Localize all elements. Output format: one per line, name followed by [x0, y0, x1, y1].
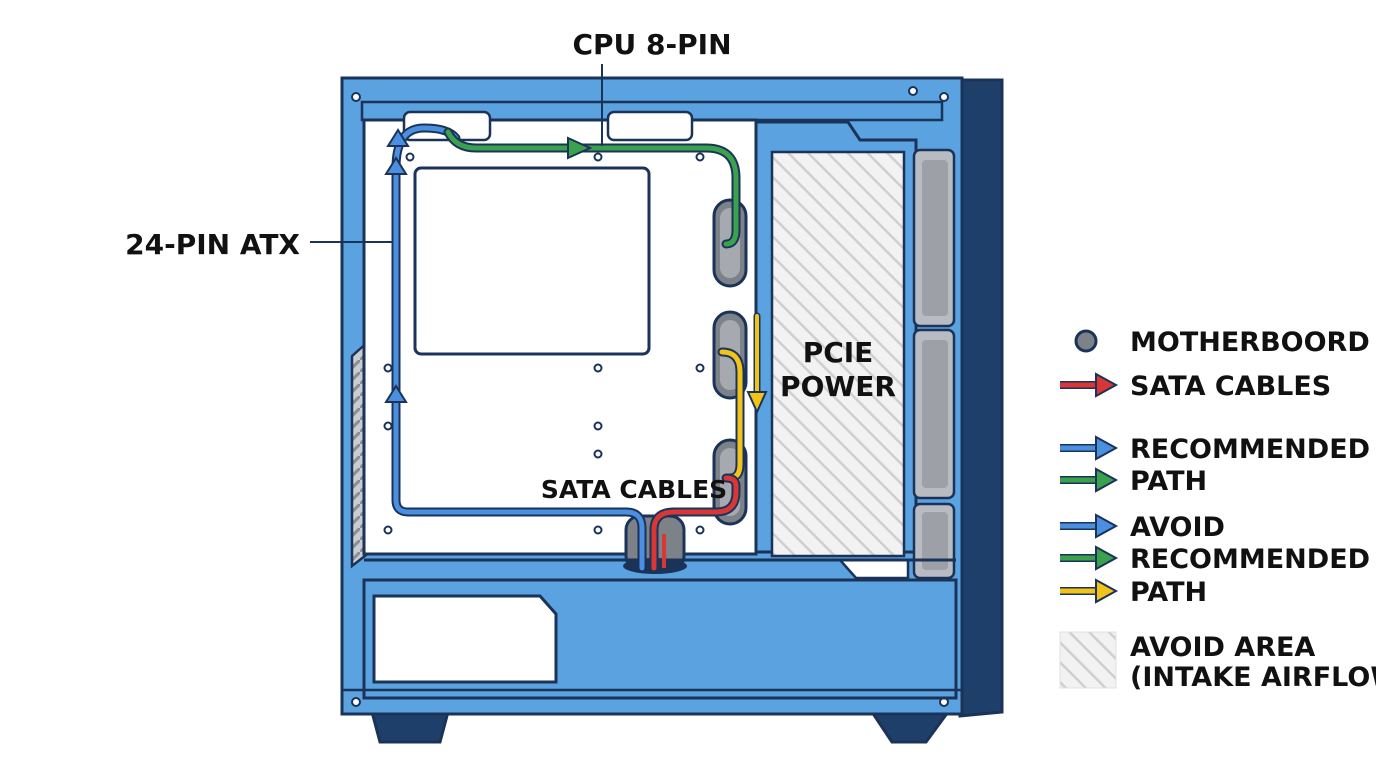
hole — [593, 421, 603, 431]
arrow-icon — [386, 128, 410, 147]
screw — [351, 697, 361, 707]
label-pcie: PCIE — [803, 336, 874, 369]
arrow-icon — [1060, 435, 1119, 461]
top-slot-right — [606, 110, 694, 142]
case-feet — [370, 710, 951, 744]
hatched-square-icon — [1059, 631, 1117, 689]
cpu-cutout — [413, 166, 651, 356]
avoid-airflow-area — [770, 150, 906, 558]
cable-24pin-atx — [384, 123, 647, 573]
fan-middle-inner — [922, 340, 948, 488]
psu-window — [372, 594, 558, 684]
label-cpu-8pin: CPU 8-PIN — [572, 28, 731, 61]
arrow-icon — [746, 391, 768, 415]
front-fans — [912, 148, 956, 580]
fan-bottom-inner — [922, 512, 948, 570]
arrow-icon — [567, 136, 593, 160]
circle-icon — [1074, 329, 1098, 353]
hole — [695, 363, 705, 373]
legend-group1-line2: PATH — [1130, 466, 1207, 497]
label-24pin-atx: 24-PIN ATX — [125, 228, 300, 261]
top-slot-left — [402, 110, 492, 142]
hole — [593, 449, 603, 459]
legend-group2-line2: RECOMMENDED — [1130, 544, 1370, 575]
screw — [351, 92, 361, 102]
legend-sata: SATA CABLES — [1130, 371, 1331, 402]
legend: MOTHERBOORD TRAY SATA CABLES RECOMMENDED… — [1059, 327, 1376, 693]
arrow-icon — [384, 156, 408, 175]
hole — [695, 525, 705, 535]
hole — [593, 152, 603, 162]
legend-intake-airflow: (INTAKE AIRFLOW) — [1130, 662, 1376, 693]
arrow-icon — [1060, 513, 1119, 539]
arrow-icon — [1060, 372, 1119, 398]
legend-group1-line1: RECOMMENDED — [1130, 434, 1370, 465]
legend-tray: MOTHERBOORD TRAY — [1130, 327, 1376, 358]
hole — [593, 525, 603, 535]
cable-sata — [649, 473, 741, 573]
screw — [939, 92, 949, 102]
cable-cpu-8pin — [443, 127, 741, 249]
hole — [383, 525, 393, 535]
label-sata-cables: SATA CABLES — [541, 475, 727, 504]
arrow-icon — [1060, 578, 1119, 604]
label-power: POWER — [780, 370, 896, 403]
screw — [908, 86, 918, 96]
arrow-icon — [1060, 467, 1119, 493]
standoff-holes — [383, 152, 705, 535]
legend-avoid-area: AVOID AREA — [1130, 632, 1315, 663]
legend-group2-line1: AVOID — [1130, 512, 1225, 543]
hole — [695, 152, 705, 162]
legend-group2-line3: PATH — [1130, 577, 1207, 608]
side-panel — [958, 78, 1004, 718]
arrow-icon — [384, 384, 408, 403]
hole — [383, 421, 393, 431]
arrow-icon — [1060, 545, 1119, 571]
right-foot — [869, 710, 951, 744]
hole — [593, 363, 603, 373]
hole — [383, 363, 393, 373]
fan-top-inner — [922, 160, 948, 316]
hole — [405, 152, 415, 162]
left-foot — [370, 710, 450, 744]
